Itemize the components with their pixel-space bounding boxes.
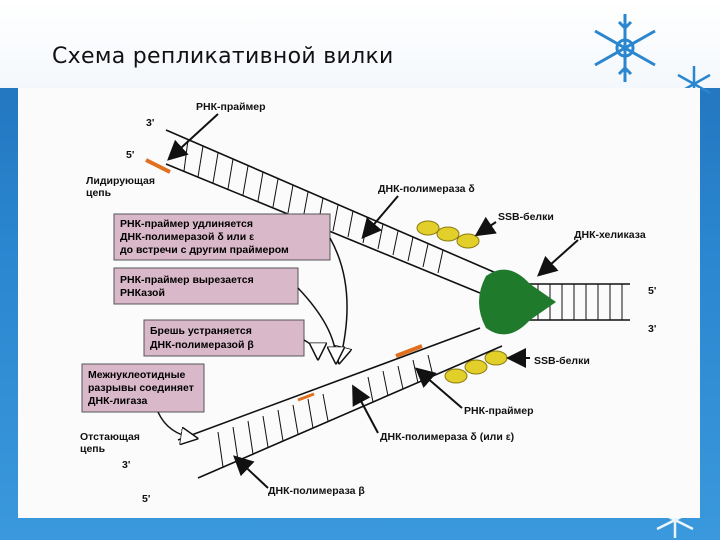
svg-text:разрывы соединяет: разрывы соединяет (88, 382, 194, 394)
lagging-rungs (217, 354, 434, 468)
label-3prime-top: 3' (146, 117, 154, 129)
pointer-arrows (167, 113, 579, 489)
svg-text:РНК-праймер вырезается: РНК-праймер вырезается (120, 274, 254, 286)
label-leading-2: цепь (86, 187, 112, 199)
label-5prime-top: 5' (126, 149, 134, 161)
diagram-panel: РНК-праймер 3' 5' Лидирующая цепь ДНК-по… (18, 88, 700, 518)
label-rna-primer-bottom: РНК-праймер (464, 405, 534, 417)
svg-text:РНК-праймер удлиняется: РНК-праймер удлиняется (120, 218, 253, 230)
label-dna-pol-delta-eps: ДНК-полимераза δ (или ε) (380, 431, 514, 443)
label-3prime-right: 3' (648, 323, 656, 335)
label-dna-pol-beta: ДНК-полимераза β (268, 485, 365, 497)
snowflake-icon (594, 14, 656, 82)
label-lagging-2: цепь (80, 443, 106, 455)
label-dna-pol-delta: ДНК-полимераза δ (378, 183, 475, 195)
svg-text:ДНК-лигаза: ДНК-лигаза (88, 395, 148, 407)
label-helicase: ДНК-хеликаза (574, 229, 646, 241)
box-ligase: Межнуклеотидные разрывы соединяет ДНК-ли… (81, 363, 205, 413)
lagging-primer-1 (395, 344, 423, 358)
svg-text:до встречи с другим праймером: до встречи с другим праймером (120, 244, 289, 256)
box-arrows (157, 237, 347, 438)
svg-text:РНКазой: РНКазой (120, 287, 165, 299)
box-gap-filled: Брешь устраняется ДНК-полимеразой β (143, 319, 305, 357)
label-leading-1: Лидирующая (86, 175, 155, 187)
svg-text:Брешь устраняется: Брешь устраняется (150, 325, 252, 337)
label-ssb-bottom: SSB-белки (534, 355, 590, 367)
helicase-shape (479, 269, 556, 335)
replication-fork-diagram: РНК-праймер 3' 5' Лидирующая цепь ДНК-по… (80, 101, 656, 505)
label-rna-primer-top: РНК-праймер (196, 101, 266, 113)
box-primer-removed: РНК-праймер вырезается РНКазой (113, 267, 299, 305)
label-5prime-bottom: 5' (142, 493, 150, 505)
svg-text:ДНК-полимеразой δ или ε: ДНК-полимеразой δ или ε (120, 231, 254, 243)
ssb-proteins-top (416, 220, 480, 249)
label-5prime-right: 5' (648, 285, 656, 297)
leading-primer (145, 158, 171, 174)
box-primer-extended: РНК-праймер удлиняется ДНК-полимеразой δ… (113, 213, 331, 261)
label-ssb-top: SSB-белки (498, 211, 554, 223)
ssb-proteins-bottom (444, 350, 508, 384)
label-lagging-1: Отстающая (80, 431, 140, 443)
slide-title: Схема репликативной вилки (52, 44, 394, 69)
svg-text:ДНК-полимеразой β: ДНК-полимеразой β (150, 339, 254, 351)
lagging-primer-2 (297, 392, 315, 402)
slide-header: Схема репликативной вилки (0, 0, 720, 88)
svg-text:Межнуклеотидные: Межнуклеотидные (88, 369, 186, 381)
label-3prime-bottom: 3' (122, 459, 130, 471)
